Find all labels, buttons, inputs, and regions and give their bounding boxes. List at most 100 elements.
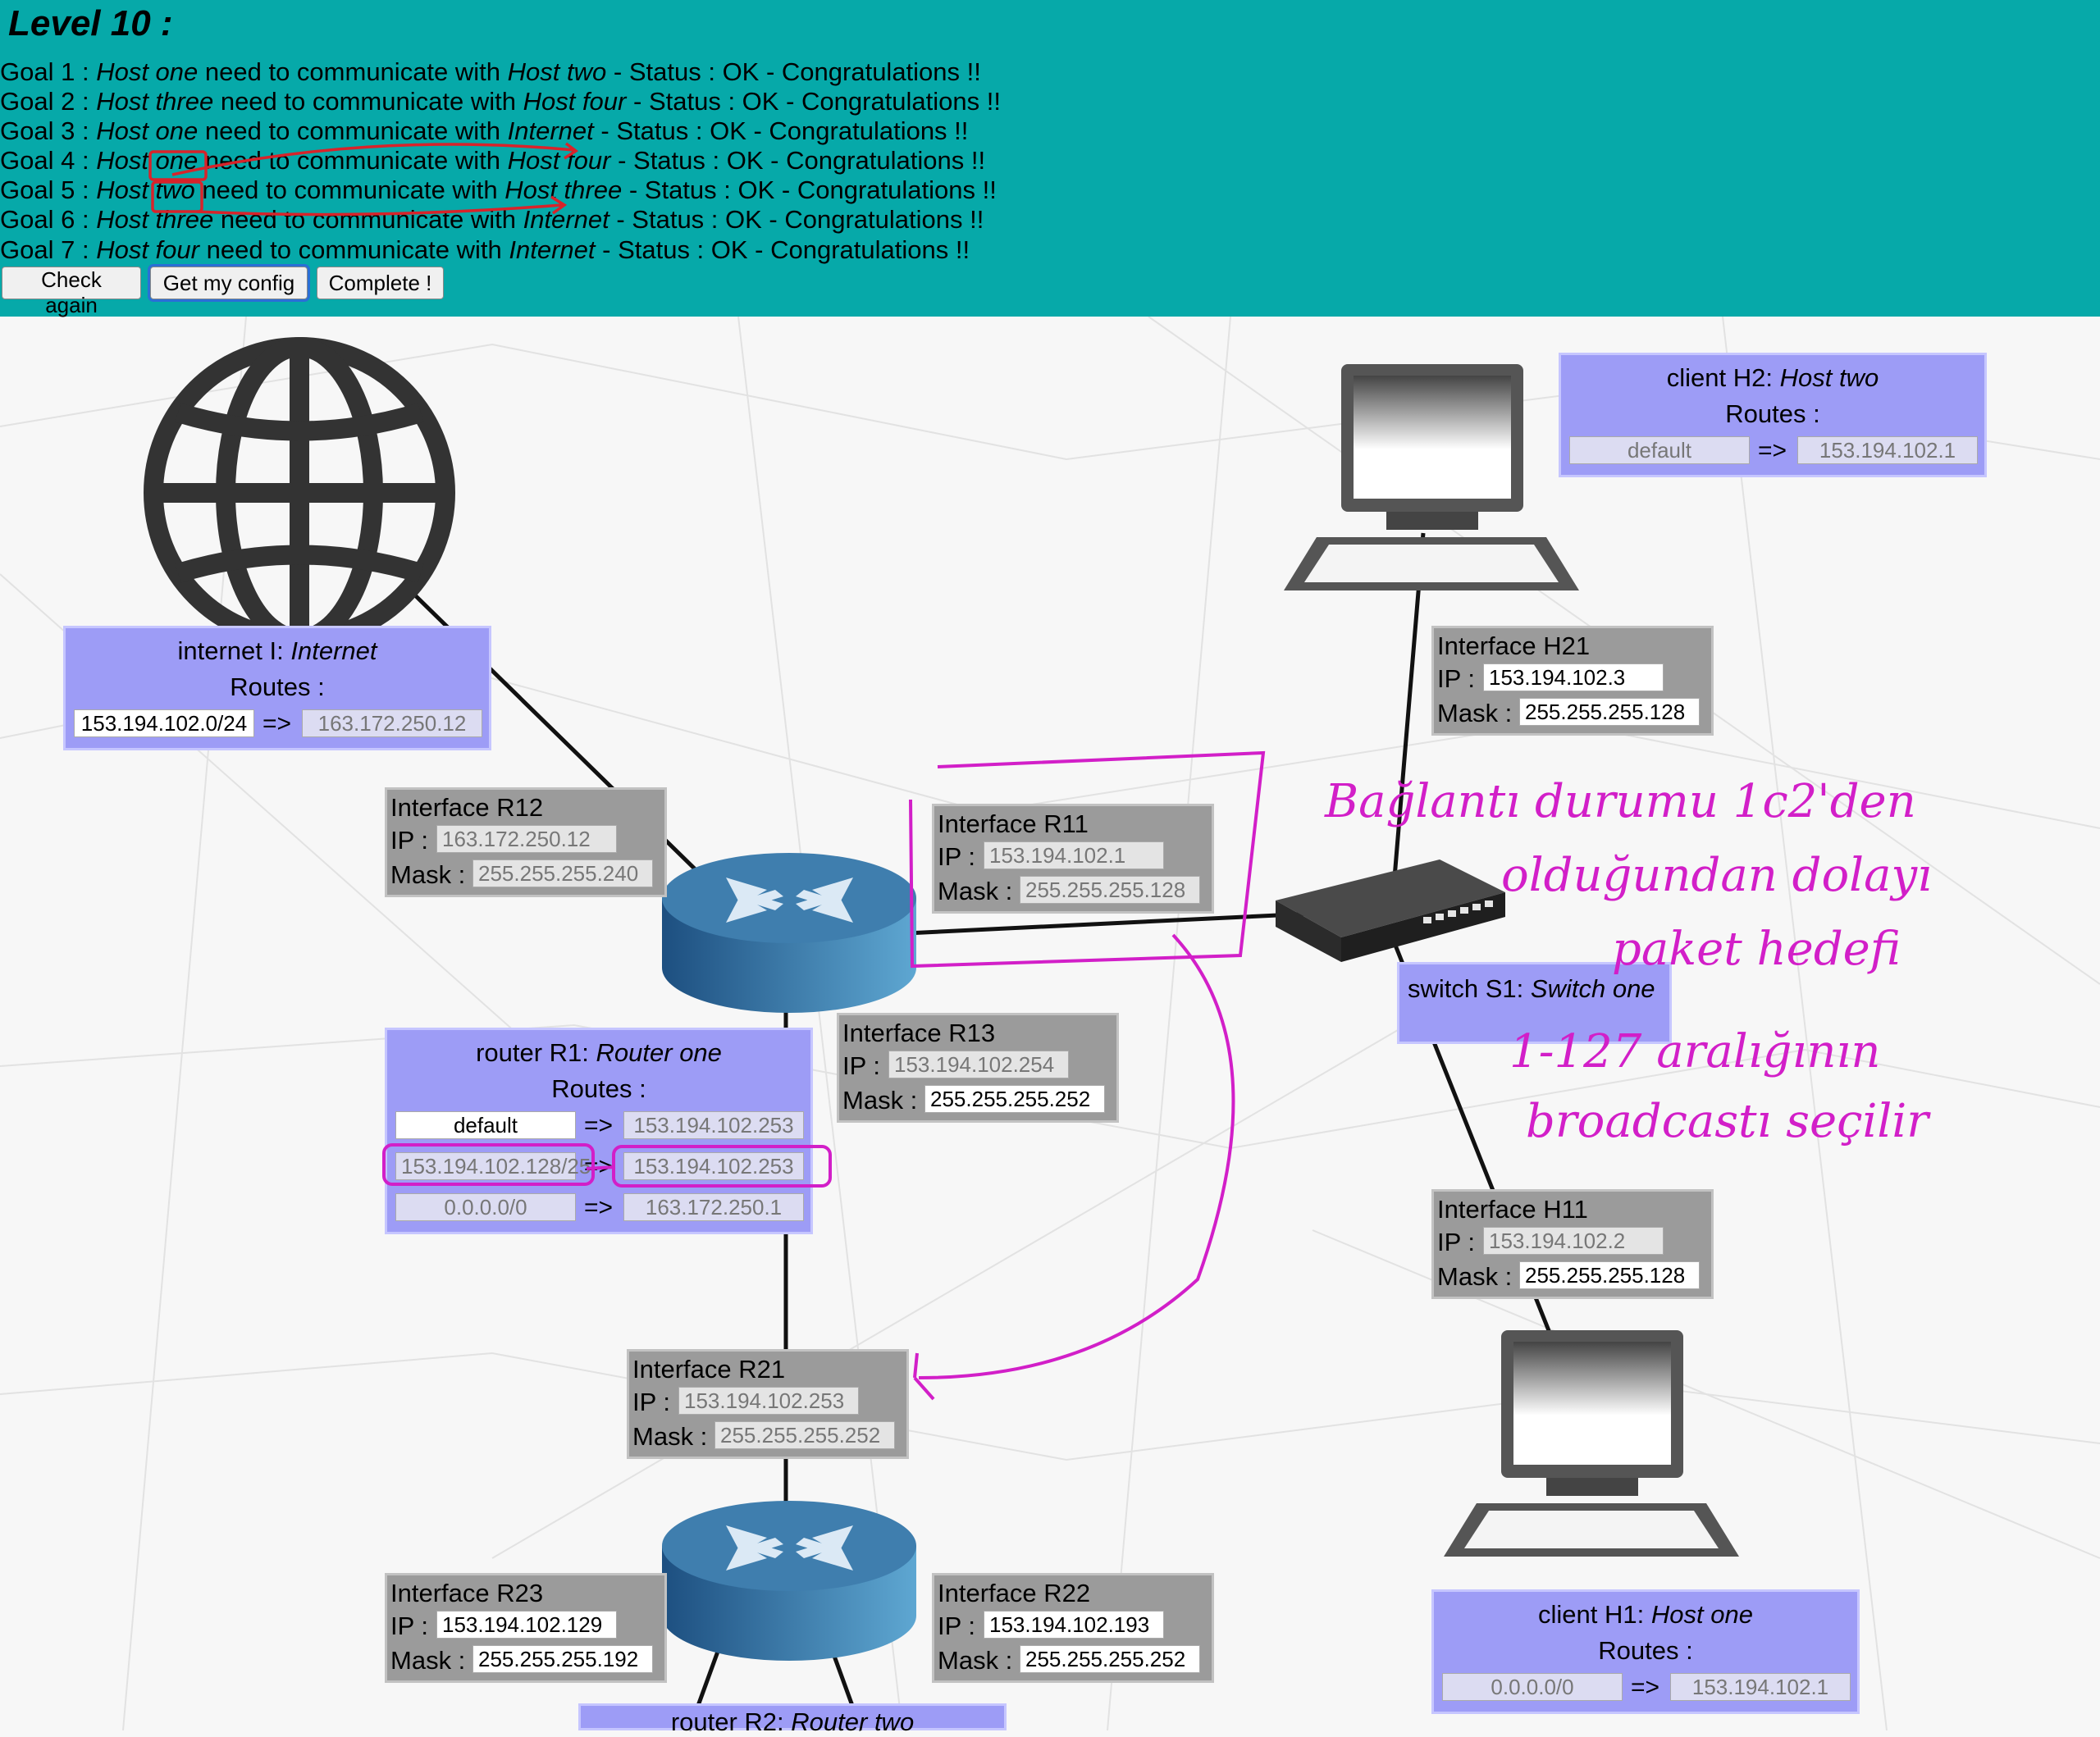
route-dest-input[interactable]: default [395,1111,576,1139]
goal-label: Goal 2 : [0,87,89,116]
goal-source: Host three [96,87,214,116]
goal-line: Goal 2 : Host three need to communicate … [0,87,1001,116]
route-dest-field[interactable]: 153.194.102.128/25 [395,1152,591,1180]
ip-label: IP : [390,1612,428,1640]
goal-connector: need to communicate with [204,146,501,175]
goal-source: Host one [96,57,199,86]
interface-title: Interface R23 [390,1579,544,1607]
mask-label: Mask : [1437,699,1513,727]
ip-input[interactable]: 153.194.102.3 [1483,663,1664,691]
interface-r11: Interface R11 IP : 153.194.102.1 Mask : … [932,804,1214,914]
ip-label: IP : [1437,1228,1475,1256]
goal-line: Goal 4 : Host one need to communicate wi… [0,146,985,176]
ip-field[interactable]: 163.172.250.12 [436,825,617,853]
route-gateway-field[interactable]: 163.172.250.1 [623,1193,804,1221]
mask-field[interactable]: 255.255.255.252 [714,1421,895,1449]
globe-icon[interactable] [141,335,458,651]
goal-label: Goal 6 : [0,205,89,234]
mask-input[interactable]: 255.255.255.252 [924,1085,1105,1113]
interface-h21: Interface H21 IP : 153.194.102.3 Mask : … [1431,626,1714,736]
routes-heading: Routes : [551,1074,646,1103]
route-gateway-field[interactable]: 153.194.102.253 [623,1152,804,1180]
node-r2-title: router R2: Router two [670,1707,915,1736]
mask-field[interactable]: 255.255.255.240 [472,859,653,887]
goal-connector: need to communicate with [220,87,516,116]
route-dest-field[interactable]: 0.0.0.0/0 [1442,1673,1623,1701]
goal-connector: need to communicate with [204,57,501,86]
route-dest-input[interactable]: 153.194.102.0/24 [74,709,254,737]
goal-status: Status : OK - Congratulations !! [632,205,984,234]
handwritten-note-line-3: paket hedefi [1612,923,1901,976]
mask-label: Mask : [390,1646,466,1675]
mask-input[interactable]: 255.255.255.128 [1519,698,1700,726]
node-s1-title: switch S1: Switch one [1408,974,1655,1003]
ip-label: IP : [938,1612,975,1640]
goal-dash: - [602,235,611,264]
goal-connector: need to communicate with [206,235,502,264]
goal-dash: - [616,205,625,234]
ip-label: IP : [938,842,975,871]
goal-connector: need to communicate with [220,205,516,234]
ip-field[interactable]: 153.194.102.1 [984,841,1164,869]
check-again-button[interactable]: Check again [2,267,141,317]
interface-r13: Interface R13 IP : 153.194.102.254 Mask … [837,1013,1119,1123]
goal-status: Status : OK - Congratulations !! [633,146,986,175]
route-dest-field[interactable]: 0.0.0.0/0 [395,1193,576,1221]
handwritten-note-line-1: Bağlantı durumu 1c2'den [1325,775,1916,828]
mask-label: Mask : [632,1422,708,1451]
mask-input[interactable]: 255.255.255.128 [1519,1261,1700,1289]
route-gateway-field[interactable]: 153.194.102.1 [1670,1673,1851,1701]
level-title: Level 10 : [8,3,173,43]
mask-label: Mask : [938,1646,1013,1675]
interface-r23: Interface R23 IP : 153.194.102.129 Mask … [385,1573,667,1683]
route-gateway-field[interactable]: 163.172.250.12 [302,709,482,737]
node-switch-s1: switch S1: Switch one [1397,962,1672,1044]
ip-input[interactable]: 153.194.102.129 [436,1611,617,1639]
ip-field[interactable]: 153.194.102.254 [888,1051,1069,1078]
handwritten-note-line-5: broadcastı seçilir [1526,1095,1929,1148]
interface-title: Interface R13 [842,1019,996,1047]
handwritten-note-line-4: 1-127 aralığının [1509,1025,1881,1078]
router-r1-icon[interactable] [660,845,919,1017]
handwritten-note-line-2: olduğundan dolayı [1501,849,1933,902]
ip-label: IP : [1437,664,1475,693]
goal-source: Host four [96,235,199,264]
mask-label: Mask : [938,877,1013,905]
routes-heading: Routes : [230,672,325,701]
route-arrow: => [584,1153,614,1180]
node-client-h1: client H1: Host one Routes : 0.0.0.0/0 =… [1431,1589,1860,1714]
ip-label: IP : [632,1388,670,1416]
complete-button[interactable]: Complete ! [317,267,444,299]
computer-h1-icon[interactable] [1440,1327,1743,1561]
routes-heading: Routes : [1598,1636,1693,1665]
goal-status: Status : OK - Congratulations !! [628,57,981,86]
goal-status: Status : OK - Congratulations !! [618,235,970,264]
goal-line: Goal 7 : Host four need to communicate w… [0,235,970,265]
mask-label: Mask : [390,860,466,889]
ip-input[interactable]: 153.194.102.193 [984,1611,1164,1639]
interface-title: Interface R12 [390,793,544,822]
goal-status: Status : OK - Congratulations !! [644,176,997,204]
interface-r21: Interface R21 IP : 153.194.102.253 Mask … [627,1349,909,1459]
mask-input[interactable]: 255.255.255.252 [1020,1645,1200,1673]
node-internet-title: internet I: Internet [177,636,377,665]
ip-field[interactable]: 153.194.102.2 [1483,1227,1664,1255]
get-my-config-button[interactable]: Get my config [148,264,310,302]
switch-s1-icon[interactable] [1276,859,1505,962]
router-r2-icon[interactable] [660,1493,919,1665]
goal-line: Goal 5 : Host two need to communicate wi… [0,176,997,205]
route-gateway-field[interactable]: 153.194.102.1 [1797,436,1978,464]
route-dest-field[interactable]: default [1569,436,1750,464]
computer-h2-icon[interactable] [1280,361,1583,595]
node-r1-title: router R1: Router one [476,1038,722,1067]
route-arrow: => [1758,437,1787,464]
mask-input[interactable]: 255.255.255.192 [472,1645,653,1673]
interface-title: Interface H11 [1437,1195,1588,1224]
ip-field[interactable]: 153.194.102.253 [678,1387,859,1415]
goal-label: Goal 4 : [0,146,89,175]
goal-dash: - [618,146,627,175]
node-h2-title: client H2: Host two [1666,363,1879,392]
route-gateway-field[interactable]: 153.194.102.253 [623,1111,804,1139]
goal-dash: - [633,87,642,116]
mask-field[interactable]: 255.255.255.128 [1020,876,1200,904]
